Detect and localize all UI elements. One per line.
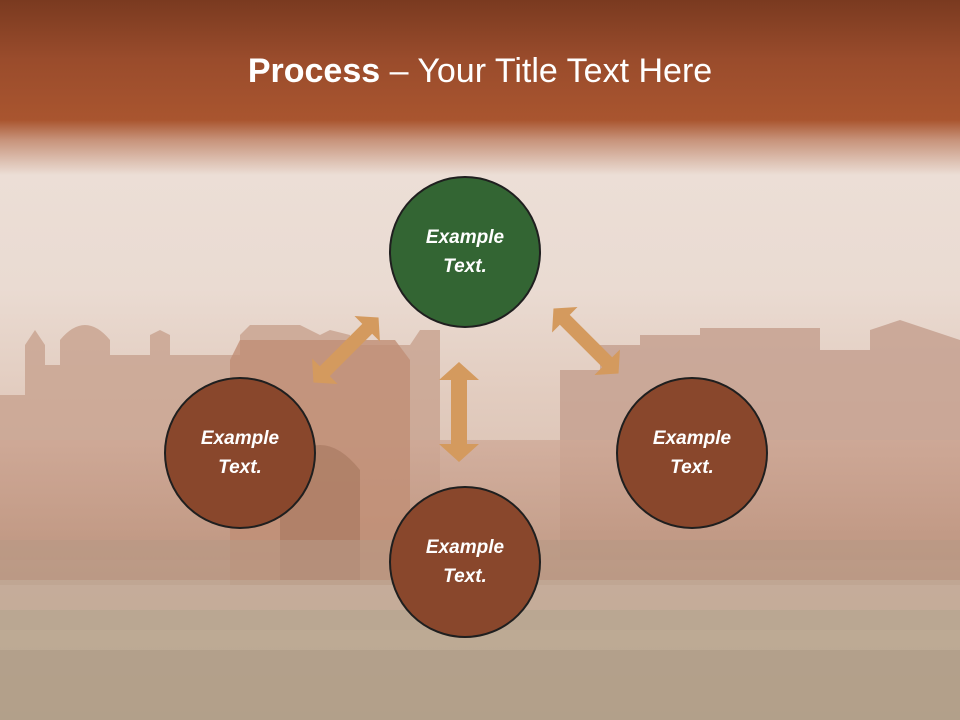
arrow-top-left [312, 316, 380, 384]
arrow-top-right [552, 307, 620, 375]
node-right-text: Example Text. [652, 428, 732, 478]
process-node-right[interactable]: Example Text. [616, 377, 768, 529]
process-node-left[interactable]: Example Text. [164, 377, 316, 529]
node-left-text: Example Text. [200, 428, 280, 478]
title-text-part: – Your Title Text Here [380, 52, 713, 90]
node-top-text: Example Text. [425, 227, 505, 277]
arrow-vertical [439, 362, 479, 462]
slide-title: Process – Your Title Text Here [0, 52, 960, 91]
process-node-top[interactable]: Example Text. [389, 176, 541, 328]
title-bold-part: Process [247, 52, 381, 90]
title-bar [0, 0, 960, 175]
node-bottom-text: Example Text. [425, 537, 505, 587]
process-node-bottom[interactable]: Example Text. [389, 486, 541, 638]
